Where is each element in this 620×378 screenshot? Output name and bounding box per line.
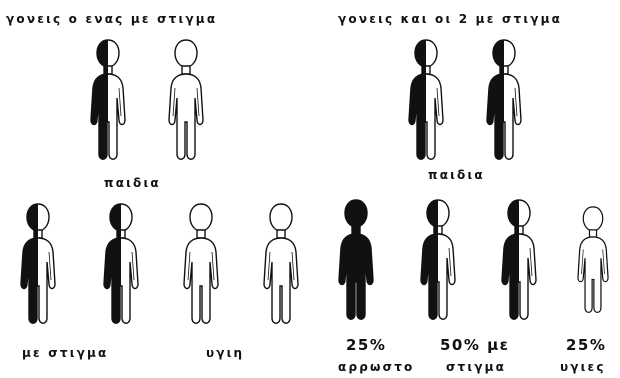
right-parent-carrier-figure-2 (478, 36, 530, 164)
right-child-healthy-figure (570, 196, 616, 324)
left-outcome-carrier-label: με στιγμα (22, 346, 108, 360)
left-parent-healthy-figure (160, 36, 212, 164)
left-child-carrier-figure-2 (95, 200, 147, 328)
right-panel-header: γονεις και οι 2 με στιγμα (338, 12, 562, 26)
left-parent-carrier-figure (82, 36, 134, 164)
right-children-label: παιδια (428, 168, 485, 182)
right-outcome-healthy-percent: 25% (566, 336, 606, 354)
left-child-healthy-figure-2 (255, 200, 307, 328)
right-parent-carrier-figure-1 (400, 36, 452, 164)
right-outcome-carrier-percent: 50% με (440, 336, 510, 354)
left-child-healthy-figure-1 (175, 200, 227, 328)
left-outcome-healthy-label: υγιη (206, 346, 244, 360)
right-outcome-sick-label: αρρωστο (338, 360, 415, 374)
right-child-carrier-figure-2 (493, 196, 545, 324)
right-child-carrier-figure-1 (412, 196, 464, 324)
left-children-label: παιδια (104, 176, 161, 190)
right-outcome-sick-percent: 25% (346, 336, 386, 354)
left-child-carrier-figure-1 (12, 200, 64, 328)
right-outcome-carrier-label: στιγμα (446, 360, 506, 374)
right-child-sick-figure (330, 196, 382, 324)
right-outcome-healthy-label: υγιες (560, 360, 606, 374)
left-panel-header: γονεις ο ενας με στιγμα (6, 12, 217, 26)
